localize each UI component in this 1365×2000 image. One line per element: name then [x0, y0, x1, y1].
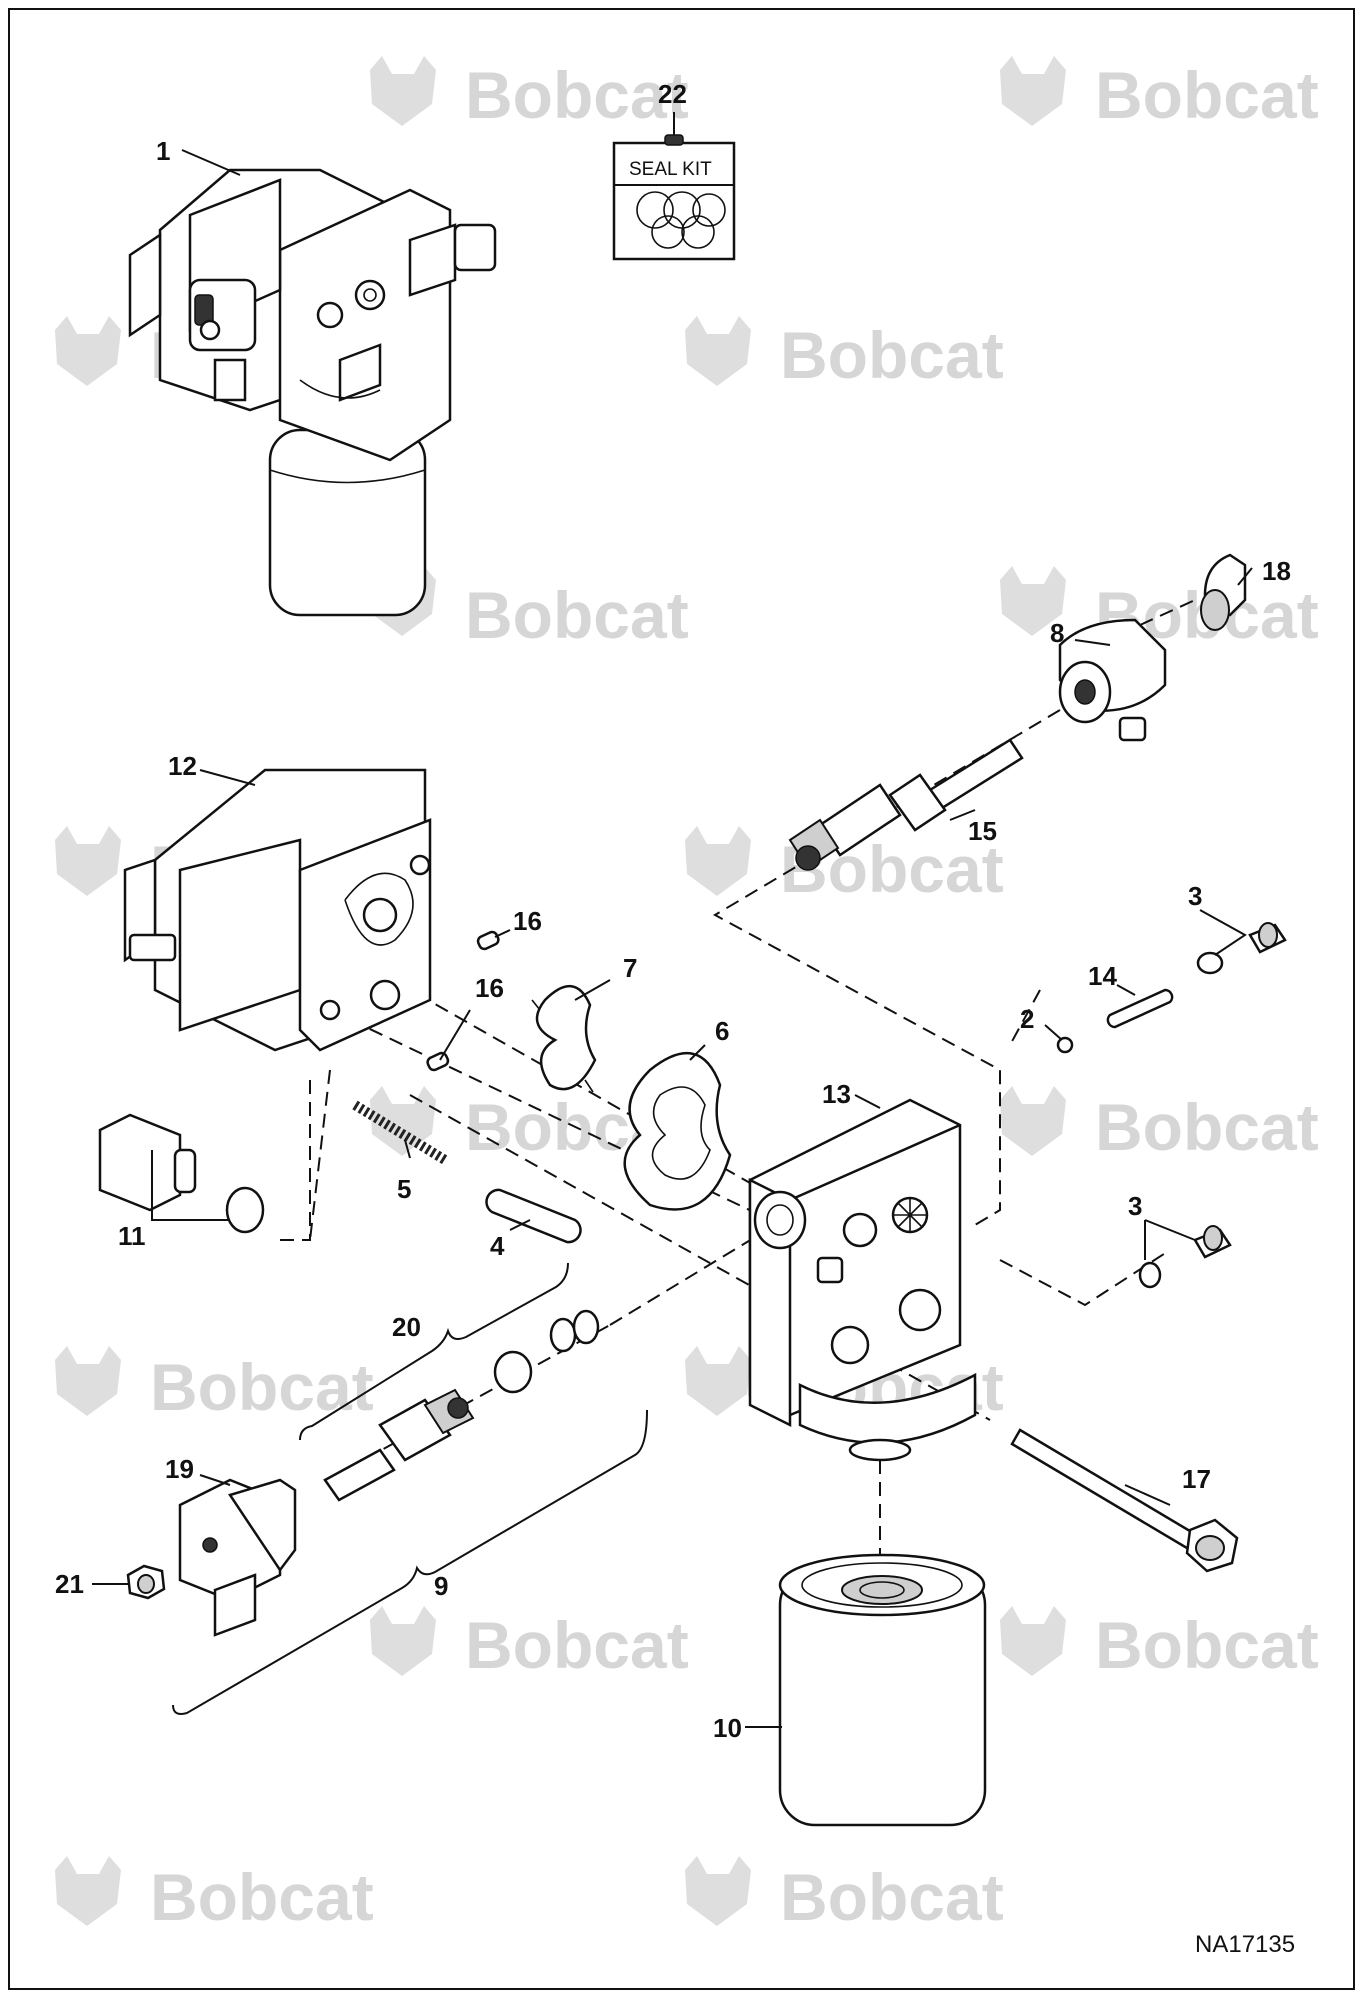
- watermark: Bobcat: [55, 1856, 374, 1934]
- watermark: Bobcat: [1000, 1606, 1319, 1682]
- watermark: Bobcat: [55, 1346, 374, 1424]
- svg-text:Bobcat: Bobcat: [150, 1860, 374, 1934]
- part-15-cartridge-valve: [788, 738, 1024, 871]
- callout-12: 12: [168, 751, 197, 781]
- callout-13: 13: [822, 1079, 851, 1109]
- watermark: Bobcat: [370, 56, 689, 132]
- watermark: Bobcat: [1000, 56, 1319, 132]
- callout-5: 5: [397, 1174, 411, 1204]
- watermark: Bobcat: [685, 316, 1004, 392]
- part-18-coil-nut: [1200, 553, 1247, 631]
- part-22-seal-kit: SEAL KIT: [612, 134, 736, 261]
- bracket-20: [299, 1262, 569, 1441]
- callout-16-upper: 16: [513, 906, 542, 936]
- callout-3-upper: 3: [1188, 881, 1202, 911]
- part-2-ball: [1056, 1036, 1074, 1054]
- watermark: Bobcat: [685, 1856, 1004, 1934]
- callout-10: 10: [713, 1713, 742, 1743]
- part-14-pin: [1106, 988, 1174, 1029]
- part-17-bolt: [1010, 1428, 1239, 1573]
- part-6-seal-plate: [623, 1052, 732, 1211]
- svg-text:Bobcat: Bobcat: [1095, 1608, 1319, 1682]
- svg-text:Bobcat: Bobcat: [465, 578, 689, 652]
- callout-6: 6: [715, 1016, 729, 1046]
- part-16-dowel-pin-upper: [476, 930, 500, 951]
- callout-18: 18: [1262, 556, 1291, 586]
- part-9-cartridge-valve: [323, 1388, 475, 1502]
- callout-21: 21: [55, 1569, 84, 1599]
- callout-labels: 1 2 3 3 4 5 6 7 8 9 10 11 12 13 14 15 16…: [55, 79, 1291, 1743]
- callout-19: 19: [165, 1454, 194, 1484]
- callout-17: 17: [1182, 1464, 1211, 1494]
- part-11-adapter-fitting: [98, 1113, 265, 1234]
- part-13-filter-head: [748, 1098, 977, 1462]
- part-7-gasket: [531, 984, 597, 1093]
- svg-text:Bobcat: Bobcat: [780, 1860, 1004, 1934]
- part-10-filter-element: [778, 1553, 987, 1827]
- callout-1: 1: [156, 136, 170, 166]
- watermark: Bobcat: [370, 1606, 689, 1682]
- part-19-solenoid-coil: [178, 1478, 297, 1637]
- callout-3-lower: 3: [1128, 1191, 1142, 1221]
- svg-text:Bobcat: Bobcat: [150, 1350, 374, 1424]
- part-8-solenoid-coil: [1058, 618, 1167, 742]
- svg-text:Bobcat: Bobcat: [780, 318, 1004, 392]
- part-4-piston: [485, 1188, 582, 1244]
- bracket-9: [172, 1409, 648, 1715]
- callout-4: 4: [490, 1231, 505, 1261]
- svg-text:Bobcat: Bobcat: [1095, 58, 1319, 132]
- svg-text:Bobcat: Bobcat: [465, 1608, 689, 1682]
- callout-22: 22: [658, 79, 687, 109]
- drawing-reference-number: NA17135: [1195, 1931, 1295, 1958]
- part-1-filter-assembly: [128, 168, 497, 617]
- part-3-plug-upper: [1196, 922, 1287, 975]
- callout-7: 7: [623, 953, 637, 983]
- seal-kit-label: SEAL KIT: [629, 159, 712, 180]
- callout-16-lower: 16: [475, 973, 504, 1003]
- watermark: Bobcat: [1000, 1086, 1319, 1164]
- leader-lines: [92, 112, 1253, 1728]
- callout-9: 9: [434, 1571, 448, 1601]
- part-3-plug-lower: [1138, 1225, 1232, 1289]
- callout-2: 2: [1020, 1004, 1034, 1034]
- callout-8: 8: [1050, 618, 1064, 648]
- part-16-dowel-pin-lower: [426, 1051, 450, 1072]
- callout-15: 15: [968, 816, 997, 846]
- callout-20: 20: [392, 1312, 421, 1342]
- part-21-nut: [126, 1564, 166, 1600]
- callout-11: 11: [118, 1221, 146, 1251]
- svg-text:Bobcat: Bobcat: [465, 58, 689, 132]
- part-12-valve-block: [123, 768, 432, 1052]
- callout-14: 14: [1088, 961, 1117, 991]
- svg-text:Bobcat: Bobcat: [1095, 1090, 1319, 1164]
- part-20-orings: [493, 1309, 600, 1394]
